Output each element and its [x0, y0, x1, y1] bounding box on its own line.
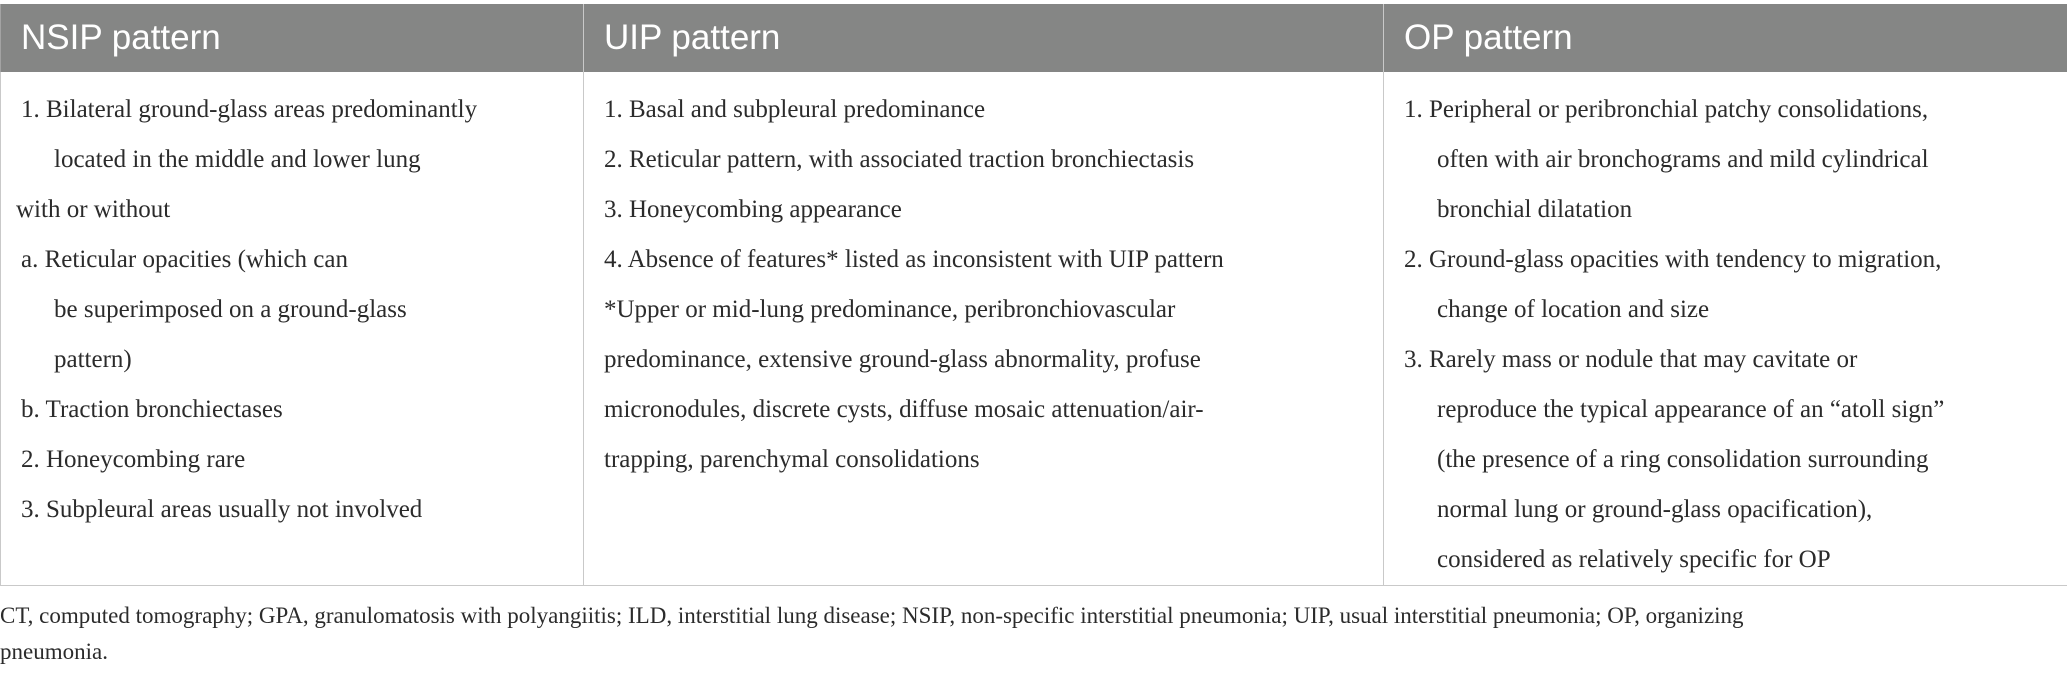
nsip-line: a. Reticular opacities (which can: [21, 246, 348, 273]
nsip-line: 1. Bilateral ground-glass areas predomin…: [21, 96, 478, 123]
nsip-line: pattern): [54, 346, 132, 373]
uip-line: predominance, extensive ground-glass abn…: [604, 346, 1201, 373]
nsip-line: b. Traction bronchiectases: [21, 396, 283, 423]
uip-line: 3. Honeycombing appearance: [604, 196, 902, 223]
uip-line: trapping, parenchymal consolidations: [604, 446, 980, 473]
patterns-table: NSIP pattern UIP pattern OP pattern 1. B…: [0, 4, 2067, 586]
header-op-pattern: OP pattern: [1383, 4, 2067, 72]
op-line: change of location and size: [1437, 296, 1710, 323]
uip-line: *Upper or mid-lung predominance, peribro…: [604, 296, 1176, 323]
footnote-line: pneumonia.: [0, 639, 108, 664]
header-nsip-pattern: NSIP pattern: [0, 4, 584, 72]
uip-line: 1. Basal and subpleural predominance: [604, 96, 986, 123]
op-line: normal lung or ground-glass opacificatio…: [1437, 496, 1873, 523]
nsip-line: be superimposed on a ground-glass: [54, 296, 407, 323]
op-line: considered as relatively specific for OP: [1437, 546, 1831, 573]
uip-line: 4. Absence of features* listed as incons…: [604, 246, 1224, 273]
nsip-line: with or without: [16, 196, 171, 223]
op-pattern-cell: 1. Peripheral or peribronchial patchy co…: [1383, 72, 2067, 586]
table-header-row: NSIP pattern UIP pattern OP pattern: [0, 4, 2067, 72]
footnote-line: CT, computed tomography; GPA, granulomat…: [0, 603, 1744, 628]
uip-line: micronodules, discrete cysts, diffuse mo…: [604, 396, 1204, 423]
table-row: 1. Bilateral ground-glass areas predomin…: [0, 72, 2067, 586]
op-line: reproduce the typical appearance of an “…: [1437, 396, 1945, 423]
op-line: (the presence of a ring consolidation su…: [1437, 446, 1929, 473]
header-uip-pattern: UIP pattern: [583, 4, 1384, 72]
op-line: 3. Rarely mass or nodule that may cavita…: [1404, 346, 1858, 373]
op-line: bronchial dilatation: [1437, 196, 1633, 223]
uip-pattern-cell: 1. Basal and subpleural predominance 2. R…: [583, 72, 1384, 586]
nsip-line: 2. Honeycombing rare: [21, 446, 246, 473]
uip-line: 2. Reticular pattern, with associated tr…: [604, 146, 1195, 173]
op-line: 2. Ground-glass opacities with tendency …: [1404, 246, 1942, 273]
nsip-line: located in the middle and lower lung: [54, 146, 421, 173]
nsip-line: 3. Subpleural areas usually not involved: [21, 496, 423, 523]
table-footnote: CT, computed tomography; GPA, granulomat…: [0, 598, 2060, 670]
op-line: often with air bronchograms and mild cyl…: [1437, 146, 1929, 173]
op-line: 1. Peripheral or peribronchial patchy co…: [1404, 96, 1929, 123]
nsip-pattern-cell: 1. Bilateral ground-glass areas predomin…: [0, 72, 584, 586]
